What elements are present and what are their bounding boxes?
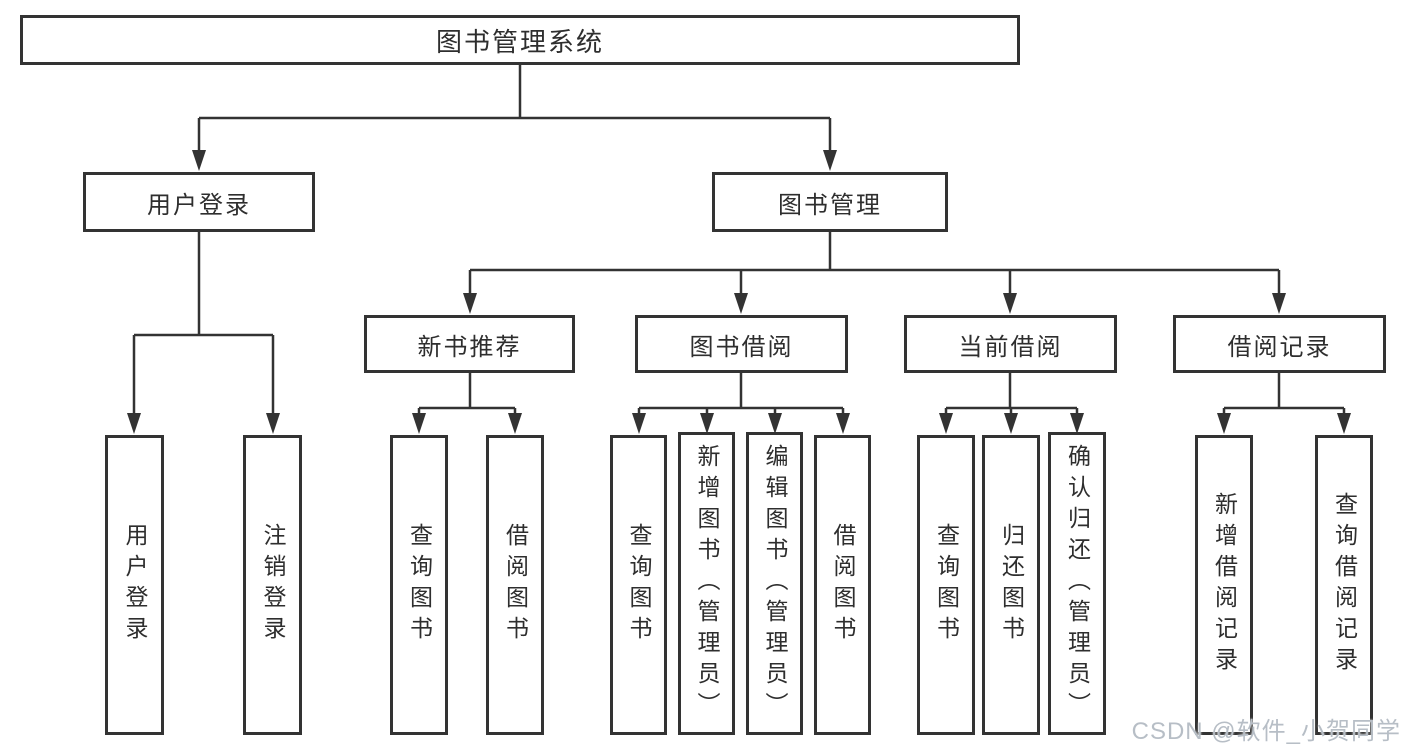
node-root-library-system: 图书管理系统	[20, 15, 1020, 65]
leaf-current-confirm-return-admin: 确认归还（管理员）	[1048, 432, 1106, 735]
leaf-record-add: 新增借阅记录	[1195, 435, 1253, 735]
leaf-record-query: 查询借阅记录	[1315, 435, 1373, 735]
node-new-book-recommend: 新书推荐	[364, 315, 575, 373]
leaf-borrow-borrow-book: 借阅图书	[814, 435, 871, 735]
leaf-borrow-add-book-admin: 新增图书（管理员）	[678, 432, 735, 735]
node-borrow-records: 借阅记录	[1173, 315, 1386, 373]
leaf-borrow-query-book: 查询图书	[610, 435, 667, 735]
node-user-login: 用户登录	[83, 172, 315, 232]
node-book-management: 图书管理	[712, 172, 948, 232]
leaf-borrow-edit-book-admin: 编辑图书（管理员）	[746, 432, 803, 735]
node-book-borrow: 图书借阅	[635, 315, 848, 373]
leaf-logout: 注销登录	[243, 435, 302, 735]
leaf-user-login: 用户登录	[105, 435, 164, 735]
arrowhead-icons	[127, 150, 1351, 434]
leaf-current-query-book: 查询图书	[917, 435, 975, 735]
leaf-recommend-query-book: 查询图书	[390, 435, 448, 735]
leaf-recommend-borrow-book: 借阅图书	[486, 435, 544, 735]
csdn-watermark: CSDN @软件_小贺同学	[1131, 718, 1401, 745]
leaf-current-return-book: 归还图书	[982, 435, 1040, 735]
node-current-borrow: 当前借阅	[904, 315, 1117, 373]
